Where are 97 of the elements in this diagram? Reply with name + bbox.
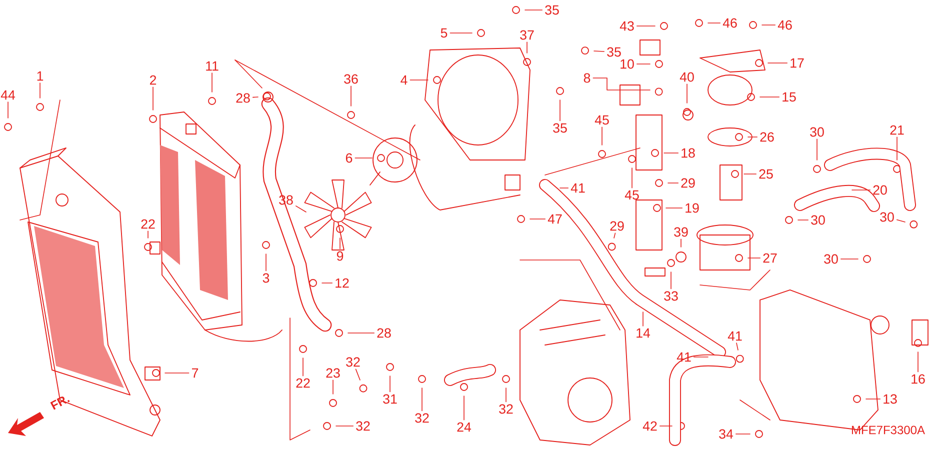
leader-line <box>816 138 818 160</box>
callout-number: 32 <box>356 421 370 431</box>
leader-line <box>302 358 304 376</box>
leader-line <box>642 312 644 326</box>
leader-line <box>736 342 738 350</box>
callout-number: 10 <box>620 59 634 69</box>
callout-number: 24 <box>457 422 472 432</box>
leader-line <box>322 282 333 284</box>
leader-line <box>866 398 881 400</box>
leader-line <box>840 258 858 260</box>
callout-number: 16 <box>912 374 925 384</box>
leader-line <box>530 218 546 220</box>
callout-number: 29 <box>681 178 695 188</box>
leader-line <box>762 24 776 26</box>
callout-number: 30 <box>824 254 838 264</box>
callout-number: 17 <box>790 58 804 68</box>
callout-number: 4 <box>400 75 408 85</box>
callout-number: 14 <box>636 328 650 338</box>
callout-number: 22 <box>141 219 155 229</box>
leader-line <box>355 368 360 380</box>
leader-line <box>450 32 472 34</box>
callout-number: 41 <box>570 183 585 193</box>
callout-number: 1 <box>37 71 44 81</box>
callout-number: 6 <box>346 153 352 163</box>
leader-line <box>668 182 679 184</box>
callout-number: 21 <box>890 125 904 135</box>
leader-line <box>664 152 679 154</box>
leader-line <box>348 332 375 334</box>
leader-line <box>896 219 906 222</box>
callout-number: 32 <box>346 357 360 367</box>
leader-line <box>680 238 682 248</box>
leader-line <box>896 136 898 160</box>
callout-number: 8 <box>584 73 590 83</box>
callout-number: 32 <box>499 404 513 414</box>
leader-line <box>594 50 605 52</box>
callout-number: 41 <box>728 331 742 341</box>
callout-number: 46 <box>778 20 792 30</box>
leader-line <box>164 372 190 374</box>
callout-number: 30 <box>880 212 894 222</box>
callout-number: 33 <box>664 291 678 301</box>
callout-number: 29 <box>610 221 624 231</box>
leader-line <box>526 42 528 54</box>
callout-number: 32 <box>415 413 429 423</box>
callout-number: 35 <box>553 123 567 133</box>
leader-line <box>768 62 788 64</box>
leader-line <box>592 78 650 90</box>
callout-number: 42 <box>642 421 657 431</box>
leader-line <box>760 96 780 98</box>
callout-number: 44 <box>0 90 16 100</box>
callout-number: 47 <box>548 214 562 224</box>
callout-number: 37 <box>520 30 534 40</box>
leader-line <box>350 86 352 106</box>
callout-number: 9 <box>336 251 344 261</box>
callout-number: 25 <box>759 169 773 179</box>
leader-line <box>670 272 672 290</box>
callout-number: 40 <box>680 72 694 82</box>
callout-number: 35 <box>607 47 621 57</box>
callout-number: 28 <box>236 93 250 103</box>
drawing-number: MFE7F3300A <box>852 426 925 434</box>
callout-number: 36 <box>344 74 358 84</box>
leader-line <box>252 96 258 98</box>
callout-number: 2 <box>150 75 156 85</box>
callout-number: 18 <box>682 148 695 158</box>
callout-number: 30 <box>811 215 825 225</box>
callout-number: 15 <box>782 92 796 102</box>
callout-number: 28 <box>377 328 391 338</box>
callout-number: 43 <box>620 21 634 31</box>
callout-number: 46 <box>722 18 737 28</box>
callout-number: 7 <box>192 368 198 378</box>
leader-line <box>152 86 154 110</box>
leader-line <box>708 22 721 24</box>
direction-label: FR. <box>50 396 70 410</box>
leader-line <box>614 232 616 238</box>
callout-number: 35 <box>545 5 559 15</box>
callout-number: 45 <box>624 190 639 200</box>
callout-number: 5 <box>440 28 448 38</box>
leader-line <box>693 356 708 358</box>
leader-line <box>296 206 306 212</box>
callout-number: 20 <box>873 185 887 195</box>
callout-number: 30 <box>810 127 824 137</box>
callout-number: 34 <box>719 429 734 439</box>
leader-line <box>332 380 334 394</box>
callout-number: 39 <box>674 227 688 237</box>
leader-line <box>686 84 688 104</box>
callout-number: 3 <box>262 273 270 283</box>
callout-number: 13 <box>884 394 897 404</box>
callout-number: 11 <box>206 61 218 71</box>
callout-number: 31 <box>383 394 397 404</box>
callout-number: 26 <box>760 132 774 142</box>
callout-number: 23 <box>326 368 340 378</box>
callout-number: 27 <box>763 253 777 263</box>
leader-line <box>748 136 758 138</box>
callout-number: 12 <box>336 278 349 288</box>
callout-number: 45 <box>594 115 609 125</box>
callout-number: 41 <box>676 352 691 362</box>
callout-number: 19 <box>686 203 699 213</box>
callout-number: 22 <box>296 378 310 388</box>
